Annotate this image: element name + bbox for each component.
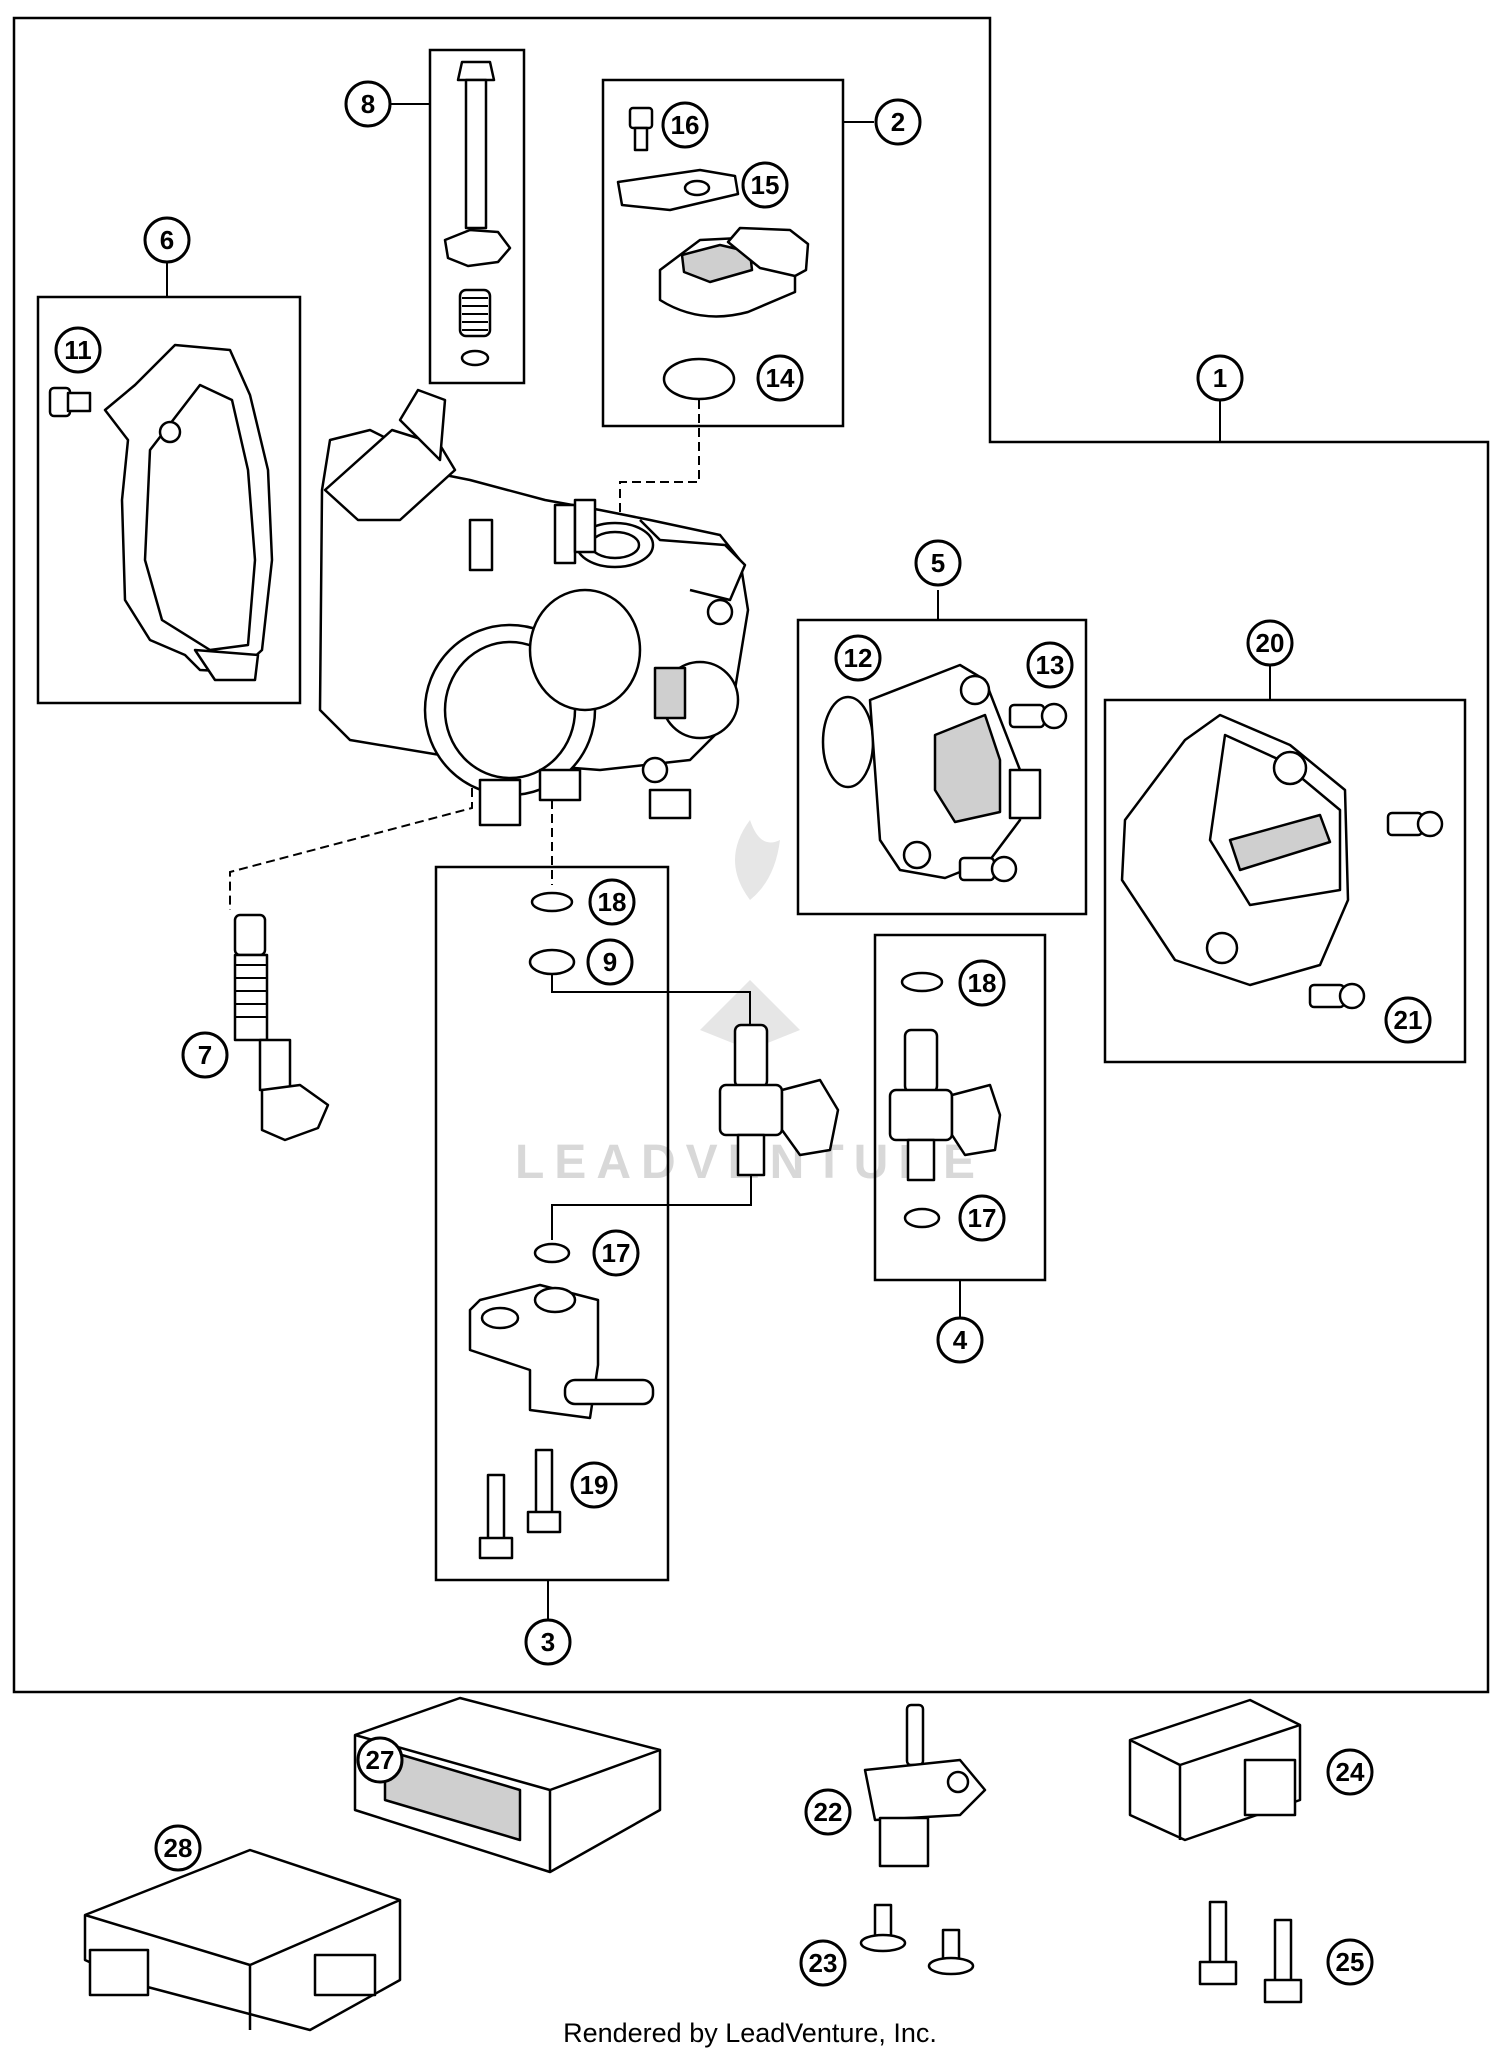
svg-text:9: 9 [603,947,617,977]
svg-text:17: 17 [602,1238,631,1268]
svg-text:13: 13 [1036,650,1065,680]
group-3-box [434,865,670,1582]
callout-5[interactable]: 5 [914,539,962,587]
adjusting-screw-part [443,60,512,367]
callout-15[interactable]: 15 [741,161,789,209]
sensor-22-part [863,1703,987,1868]
callout-20[interactable]: 20 [1246,619,1294,667]
sensor-cover-part [1120,713,1350,987]
svg-text:12: 12 [844,643,873,673]
svg-text:18: 18 [598,887,627,917]
callout-4[interactable]: 4 [936,1316,984,1364]
callout-22[interactable]: 22 [804,1788,852,1836]
svg-text:5: 5 [931,548,945,578]
callout-1[interactable]: 1 [1196,354,1244,402]
throttle-body-part [318,388,750,827]
svg-text:15: 15 [751,170,780,200]
svg-text:28: 28 [164,1833,193,1863]
callout-11[interactable]: 11 [54,326,102,374]
spark-plug-part [233,913,330,1142]
callout-25[interactable]: 25 [1326,1938,1374,1986]
cable-guard-part [103,343,274,682]
callout-24[interactable]: 24 [1326,1748,1374,1796]
group-2-box [601,78,845,428]
assembly-1-outline [12,16,1490,1694]
callout-19[interactable]: 19 [570,1461,618,1509]
svg-text:1: 1 [1213,363,1227,393]
map-sensor-part [868,663,1042,880]
callout-18-a[interactable]: 18 [588,878,636,926]
fuel-rail-part [468,1283,655,1420]
svg-text:25: 25 [1336,1947,1365,1977]
callout-6[interactable]: 6 [143,216,191,264]
callout-16[interactable]: 16 [661,101,709,149]
svg-text:7: 7 [198,1040,212,1070]
washer-18b [900,971,944,993]
throttle-sensor-part [616,106,810,318]
callout-12[interactable]: 12 [834,634,882,682]
screw-19-part [478,1448,562,1560]
screw-25-part [1198,1900,1303,2004]
callout-9[interactable]: 9 [586,938,634,986]
o-ring-14 [662,357,736,401]
group-20-box [1103,698,1467,1064]
svg-text:16: 16 [671,110,700,140]
group-5-box [796,618,1088,916]
callout-17-b[interactable]: 17 [958,1194,1006,1242]
o-ring-12 [821,695,875,789]
washer-18a [530,891,574,913]
svg-text:23: 23 [809,1948,838,1978]
group-6-box [36,295,302,705]
svg-text:2: 2 [891,107,905,137]
callout-3[interactable]: 3 [524,1618,572,1666]
callout-14[interactable]: 14 [756,354,804,402]
callout-8[interactable]: 8 [344,80,392,128]
svg-text:17: 17 [968,1203,997,1233]
callout-7[interactable]: 7 [181,1031,229,1079]
screw-11-part [48,386,92,418]
ecu-28-part [83,1848,402,2032]
svg-text:14: 14 [766,363,795,393]
screw-23-part [859,1903,975,1976]
svg-text:21: 21 [1394,1005,1423,1035]
washer-9 [528,948,576,976]
svg-text:4: 4 [953,1325,968,1355]
screw-13-part [958,702,1068,883]
washer-17b [903,1207,941,1229]
callout-21[interactable]: 21 [1384,996,1432,1044]
svg-text:22: 22 [814,1797,843,1827]
group-8-box [428,48,526,385]
svg-text:8: 8 [361,89,375,119]
callout-17-a[interactable]: 17 [592,1229,640,1277]
svg-text:19: 19 [580,1470,609,1500]
svg-text:6: 6 [160,225,174,255]
ecu-27-part [353,1696,662,1874]
svg-text:18: 18 [968,968,997,998]
footer-credit: Rendered by LeadVenture, Inc. [563,2018,937,2048]
washer-17a [533,1242,571,1264]
connector-24-part [1128,1698,1302,1842]
svg-text:11: 11 [64,335,92,365]
svg-text:27: 27 [366,1745,395,1775]
callout-28[interactable]: 28 [154,1824,202,1872]
callout-13[interactable]: 13 [1026,641,1074,689]
callout-27[interactable]: 27 [356,1736,404,1784]
callout-2[interactable]: 2 [874,98,922,146]
svg-text:20: 20 [1256,628,1285,658]
callout-18-b[interactable]: 18 [958,959,1006,1007]
screw-21-part [1308,810,1444,1010]
injector-part-a [718,1023,840,1177]
svg-text:24: 24 [1336,1757,1365,1787]
injector-part-b [888,1028,1002,1182]
callout-23[interactable]: 23 [799,1939,847,1987]
svg-text:3: 3 [541,1627,555,1657]
